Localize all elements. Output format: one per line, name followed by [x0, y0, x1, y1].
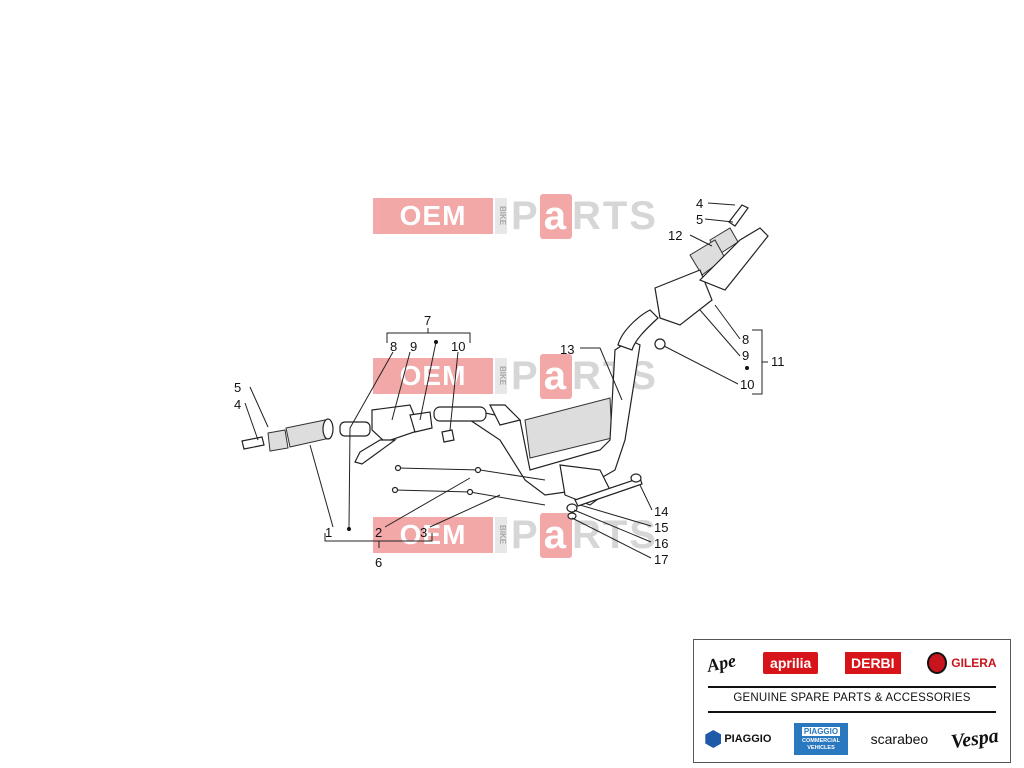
panel-divider-top: [708, 686, 996, 688]
callout-4-left: 4: [234, 397, 241, 412]
piaggio-wordmark: PIAGGIO: [724, 733, 772, 745]
callout-10-left: 10: [451, 339, 465, 354]
callout-5-right: 5: [696, 212, 703, 227]
callout-3: 3: [420, 525, 427, 540]
callout-6: 6: [375, 555, 382, 570]
callout-13: 13: [560, 342, 574, 357]
cables: [391, 464, 546, 506]
gilera-logo: GILERA: [927, 652, 997, 674]
callout-labels: 7 8 9 10 5 4 1 2 3 6 13 4 5 12 8 9 10 11…: [234, 196, 785, 570]
group-brackets: [324, 328, 768, 548]
piaggio-commercial-logo: PIAGGIO COMMERCIAL VEHICLES: [794, 723, 848, 755]
callout-14: 14: [654, 504, 668, 519]
derbi-logo: DERBI: [845, 652, 901, 674]
watermark-oem: OEM: [373, 517, 493, 553]
callout-8-right: 8: [742, 332, 749, 347]
handlebar-frame: [469, 309, 659, 506]
aprilia-logo: aprilia: [763, 652, 819, 674]
leader-lines: [244, 202, 749, 559]
watermark-oem: OEM: [373, 198, 493, 234]
callout-12: 12: [668, 228, 682, 243]
watermark-bike: BIKE: [495, 198, 507, 234]
left-grip-assembly: [241, 418, 334, 452]
clamp-hardware: [566, 473, 643, 520]
callout-1: 1: [325, 525, 332, 540]
callout-7: 7: [424, 313, 431, 328]
piaggio-logo: PIAGGIO: [705, 730, 771, 748]
watermark-bike: BIKE: [495, 358, 507, 394]
callout-9-left: 9: [410, 339, 417, 354]
piaggio-shield-icon: [705, 730, 722, 748]
scarabeo-logo: scarabeo: [870, 731, 929, 747]
brand-logos-top: Ape aprilia DERBI GILERA: [694, 646, 1010, 680]
panel-divider-bottom: [708, 711, 996, 713]
left-lever-assembly: [339, 404, 487, 465]
callout-11: 11: [771, 354, 785, 369]
callout-8-left: 8: [390, 339, 397, 354]
callout-10-right: 10: [740, 377, 754, 392]
vespa-logo: Vespa: [949, 724, 1000, 753]
callout-5-left: 5: [234, 380, 241, 395]
piaggio-cv-bottom: COMMERCIAL VEHICLES: [802, 737, 840, 751]
brand-panel: Ape aprilia DERBI GILERA GENUINE SPARE P…: [693, 639, 1011, 763]
right-lever-assembly: [654, 204, 769, 350]
callout-9-right: 9: [742, 348, 749, 363]
callout-4-right: 4: [696, 196, 703, 211]
brand-logos-bottom: PIAGGIO PIAGGIO COMMERCIAL VEHICLES scar…: [694, 720, 1010, 758]
callout-2: 2: [375, 525, 382, 540]
callout-17: 17: [654, 552, 668, 567]
panel-tagline: GENUINE SPARE PARTS & ACCESSORIES: [733, 692, 971, 704]
gilera-badge-icon: [927, 652, 948, 674]
piaggio-cv-top: PIAGGIO: [801, 726, 841, 736]
callout-16: 16: [654, 536, 668, 551]
ape-logo: Ape: [705, 649, 739, 676]
callout-15: 15: [654, 520, 668, 535]
watermark-bike: BIKE: [495, 517, 507, 553]
gilera-wordmark: GILERA: [951, 656, 997, 670]
